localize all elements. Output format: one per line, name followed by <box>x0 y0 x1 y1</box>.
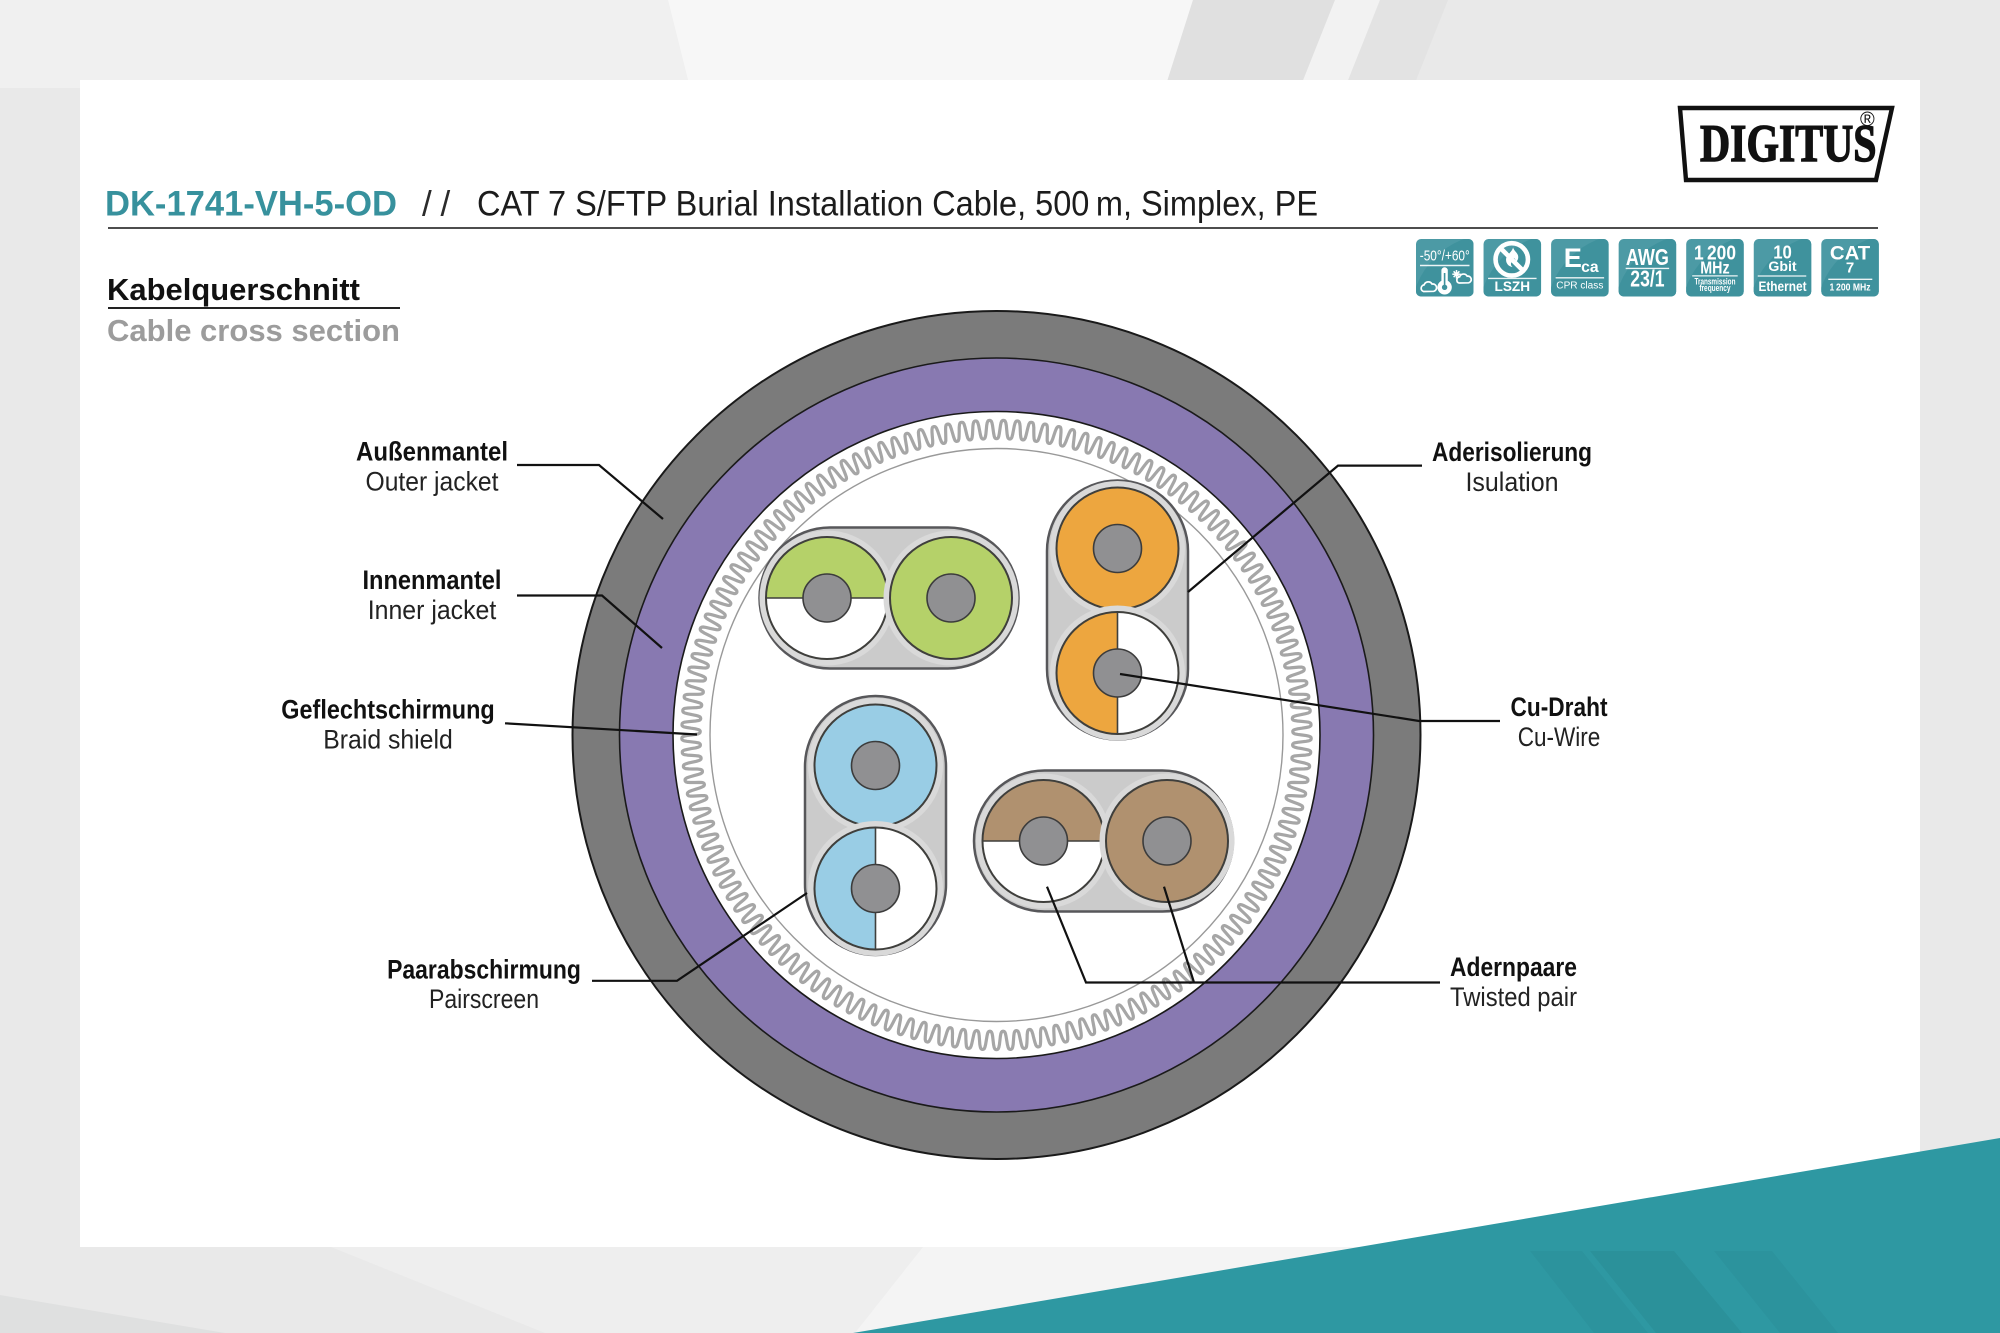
svg-text:ca: ca <box>1581 259 1599 276</box>
svg-text:Aderisolierung: Aderisolierung <box>1432 437 1592 467</box>
svg-text:1 200: 1 200 <box>1694 243 1736 265</box>
svg-text:frequency: frequency <box>1699 283 1731 293</box>
svg-text:1 200 MHz: 1 200 MHz <box>1830 283 1871 294</box>
svg-text:Ethernet: Ethernet <box>1758 279 1807 294</box>
svg-text:Outer jacket: Outer jacket <box>366 466 499 496</box>
svg-text:23/1: 23/1 <box>1630 266 1664 292</box>
svg-text:®: ® <box>1860 109 1875 131</box>
svg-text:10: 10 <box>1773 243 1792 263</box>
svg-text:CAT: CAT <box>1830 244 1871 265</box>
svg-text:CAT 7 S/FTP Burial Installatio: CAT 7 S/FTP Burial Installation Cable, 5… <box>477 185 1318 224</box>
svg-text:Paarabschirmung: Paarabschirmung <box>387 954 581 984</box>
svg-text:Braid shield: Braid shield <box>323 724 453 754</box>
svg-text:CPR class: CPR class <box>1556 280 1603 291</box>
svg-text:Transmission: Transmission <box>1694 277 1735 287</box>
svg-text:Cable cross section: Cable cross section <box>107 313 400 348</box>
svg-text:E: E <box>1564 242 1582 273</box>
svg-text:Gbit: Gbit <box>1768 259 1797 274</box>
svg-text:/: / <box>422 185 432 224</box>
svg-text:Cu-Draht: Cu-Draht <box>1511 692 1608 722</box>
svg-text:Kabelquerschnitt: Kabelquerschnitt <box>107 272 360 307</box>
svg-text:Isulation: Isulation <box>1466 467 1559 497</box>
svg-text:AWG: AWG <box>1626 244 1669 270</box>
svg-text:Adernpaare: Adernpaare <box>1450 952 1577 982</box>
svg-text:MHz: MHz <box>1700 257 1729 277</box>
svg-text:Geflechtschirmung: Geflechtschirmung <box>281 695 494 725</box>
svg-text:/: / <box>441 185 451 224</box>
svg-text:DK-1741-VH-5-OD: DK-1741-VH-5-OD <box>105 185 397 224</box>
svg-text:Cu-Wire: Cu-Wire <box>1518 722 1601 752</box>
svg-text:Pairscreen: Pairscreen <box>429 984 539 1014</box>
svg-text:Außenmantel: Außenmantel <box>356 437 508 467</box>
svg-text:7: 7 <box>1846 260 1854 277</box>
svg-text:Inner jacket: Inner jacket <box>368 595 497 625</box>
svg-text:DIGITUS: DIGITUS <box>1700 114 1877 173</box>
svg-text:Twisted pair: Twisted pair <box>1450 982 1577 1012</box>
svg-text:LSZH: LSZH <box>1495 278 1531 294</box>
svg-text:Innenmantel: Innenmantel <box>363 565 502 595</box>
svg-text:-50°/+60°: -50°/+60° <box>1420 249 1470 265</box>
